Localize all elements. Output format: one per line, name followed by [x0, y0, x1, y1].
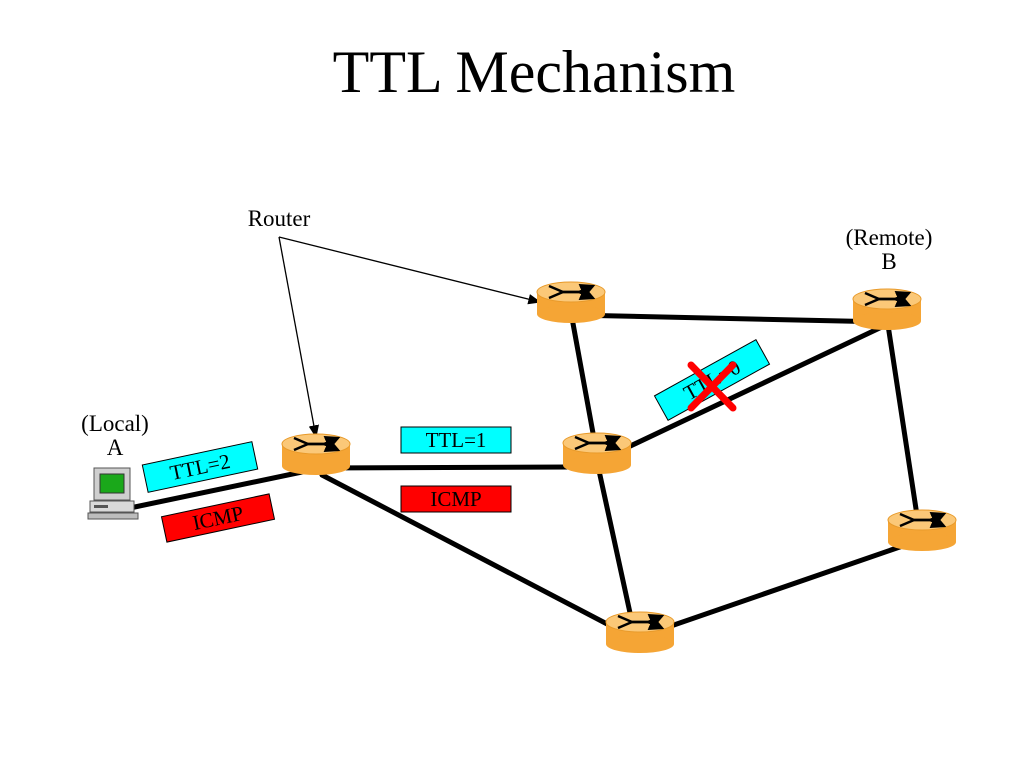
router-icon-r1: [282, 434, 350, 475]
router-icon-r3: [563, 433, 631, 474]
arrow-to-router-r2: [278, 236, 542, 305]
link-r2-b: [569, 312, 891, 325]
icmp-tag-left: ICMP: [160, 493, 276, 543]
computer-icon: [87, 467, 139, 520]
arrow-to-router-r1: [278, 236, 319, 439]
remote-label-line1: (Remote): [845, 225, 933, 250]
link-r1-r5: [319, 472, 633, 639]
router-icon-b: [853, 289, 921, 330]
link-r2-r3: [569, 315, 600, 458]
local-label-line2: A: [106, 435, 124, 461]
ttl-1-tag: TTL=1: [400, 426, 512, 454]
router-icon-r2: [537, 282, 605, 323]
icmp-mid-text: ICMP: [430, 487, 481, 511]
link-r3-b: [602, 322, 889, 461]
icmp-left-text: ICMP: [190, 501, 245, 535]
link-r3-r5: [595, 463, 635, 625]
packet-dropped-icon: [687, 361, 737, 412]
router-icon-r5: [606, 612, 674, 653]
link-b-r4: [885, 322, 921, 525]
link-r1-r3: [315, 464, 573, 471]
remote-label-line2: B: [881, 249, 897, 275]
local-label: (Local) A: [60, 411, 170, 461]
remote-label: (Remote) B: [826, 225, 952, 275]
local-label-line1: (Local): [81, 411, 149, 436]
router-icon-r4: [888, 510, 956, 551]
slide-title: TTL Mechanism: [332, 39, 736, 105]
router-pointer-arrows: [278, 236, 542, 439]
link-a-r1: [127, 469, 305, 511]
network-links: [127, 312, 923, 639]
icmp-tag-mid: ICMP: [400, 485, 512, 513]
link-r5-r4: [639, 537, 923, 639]
ttl-1-text: TTL=1: [426, 428, 487, 452]
router-label: Router: [247, 206, 311, 231]
